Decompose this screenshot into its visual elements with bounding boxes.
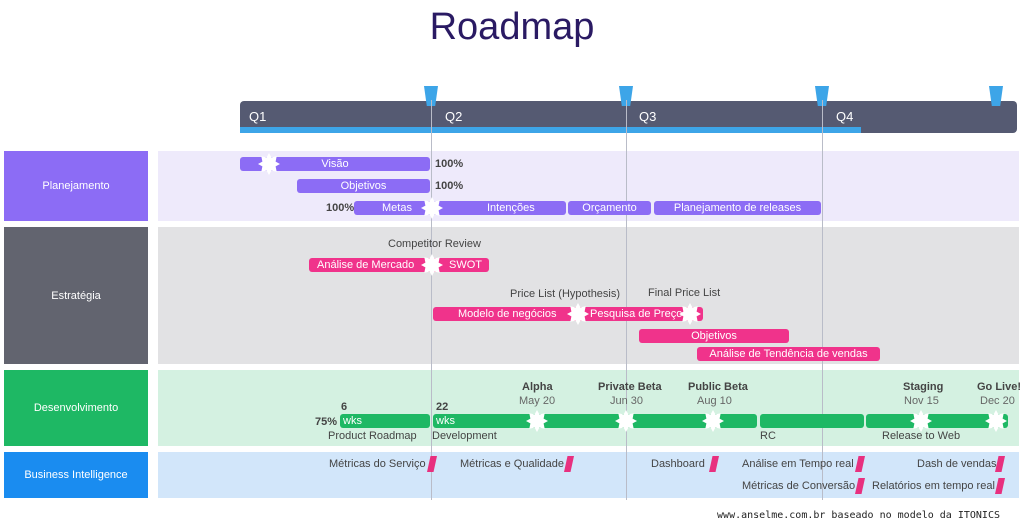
bi-dash-vendas: Dash de vendas: [917, 458, 997, 470]
bar-orcamento[interactable]: Orçamento: [568, 201, 651, 215]
lane-bg-bi: [158, 452, 1019, 498]
footer-credit: www.anselme.com.br baseado no modelo da …: [717, 510, 1000, 521]
label-rc: RC: [760, 430, 776, 442]
quarter-label-q2: Q2: [445, 109, 463, 124]
milestone-star-icon[interactable]: [909, 409, 933, 433]
marker-pin-icon[interactable]: [815, 86, 829, 106]
bar-metas-intencoes[interactable]: [354, 201, 566, 215]
milestone-star-icon[interactable]: [257, 152, 281, 176]
bar-label-intencoes: Intenções: [487, 202, 535, 214]
flag-icon[interactable]: [855, 478, 865, 494]
milestone-star-icon[interactable]: [678, 302, 702, 326]
objetivos-percent: 100%: [435, 180, 464, 192]
bi-relatorios: Relatórios em tempo real: [872, 480, 995, 492]
milestone-date-private-beta: Jun 30: [610, 395, 644, 407]
milestone-date-public-beta: Aug 10: [697, 395, 732, 407]
milestone-name-staging: Staging: [903, 381, 944, 393]
milestone-date-alpha: May 20: [519, 395, 556, 407]
lane-label-bi: Business Intelligence: [4, 452, 148, 498]
flag-icon[interactable]: [855, 456, 865, 472]
lane-label-desenvolvimento: Desenvolvimento: [4, 370, 148, 446]
bar-development[interactable]: wks: [433, 414, 757, 428]
milestone-name-public-beta: Public Beta: [688, 381, 748, 393]
milestone-name-private-beta: Private Beta: [598, 381, 662, 393]
milestone-star-icon[interactable]: [420, 253, 444, 277]
dev-percent: 75%: [315, 416, 338, 428]
lane-bg-estrategia: [158, 227, 1019, 364]
quarter-divider: [626, 100, 627, 500]
milestone-star-icon[interactable]: [420, 196, 444, 220]
bar-label-metas: Metas: [382, 202, 412, 214]
bi-metricas-conversao: Métricas de Conversão: [742, 480, 856, 492]
label-competitor-review: Competitor Review: [388, 238, 481, 250]
timeline-progress: [240, 127, 861, 133]
milestone-star-icon[interactable]: [525, 409, 549, 433]
wks-count-2: 22: [436, 401, 449, 413]
bar-label-pesquisa-preco: Pesquisa de Preço: [590, 308, 683, 320]
label-release-web: Release to Web: [882, 430, 961, 442]
metas-percent: 100%: [326, 202, 355, 214]
bi-metricas-servico: Métricas do Serviço: [329, 458, 426, 470]
flag-icon[interactable]: [995, 478, 1005, 494]
milestone-name-alpha: Alpha: [522, 381, 553, 393]
wks-count-1: 6: [341, 401, 348, 413]
label-price-list-hypothesis: Price List (Hypothesis): [510, 288, 621, 300]
milestone-date-staging: Nov 15: [904, 395, 939, 407]
bi-analise-tempo-real: Análise em Tempo real: [742, 458, 854, 470]
bar-release-web[interactable]: [866, 414, 1008, 428]
quarter-label-q4: Q4: [836, 109, 854, 124]
quarter-divider: [431, 100, 432, 500]
bar-label-swot: SWOT: [449, 259, 482, 271]
bi-dashboard: Dashboard: [651, 458, 705, 470]
visao-percent: 100%: [435, 158, 464, 170]
bar-label-analise-mercado: Análise de Mercado: [317, 259, 415, 271]
quarter-label-q1: Q1: [249, 109, 267, 124]
milestone-name-go-live: Go Live!: [977, 381, 1022, 393]
milestone-star-icon[interactable]: [566, 302, 590, 326]
quarter-label-q3: Q3: [639, 109, 657, 124]
lane-label-planejamento: Planejamento: [4, 151, 148, 221]
marker-pin-icon[interactable]: [619, 86, 633, 106]
bar-analise-tendencia[interactable]: Análise de Tendência de vendas: [697, 347, 880, 361]
label-final-price-list: Final Price List: [648, 287, 721, 299]
page-title: Roadmap: [429, 6, 595, 48]
marker-pin-icon[interactable]: [989, 86, 1003, 106]
milestone-star-icon[interactable]: [614, 409, 638, 433]
bar-visao[interactable]: Visão: [240, 157, 430, 171]
bar-label-modelo-negocios: Modelo de negócios: [458, 308, 557, 320]
milestone-star-icon[interactable]: [984, 409, 1008, 433]
lane-label-estrategia: Estratégia: [4, 227, 148, 364]
bi-metricas-qualidade: Métricas e Qualidade: [460, 458, 564, 470]
bar-objetivos-estrategia[interactable]: Objetivos: [639, 329, 789, 343]
marker-pin-icon[interactable]: [424, 86, 438, 106]
bar-rc[interactable]: [760, 414, 864, 428]
milestone-date-go-live: Dec 20: [980, 395, 1015, 407]
milestone-star-icon[interactable]: [701, 409, 725, 433]
flag-icon[interactable]: [995, 456, 1005, 472]
bar-planejamento-releases[interactable]: Planejamento de releases: [654, 201, 821, 215]
flag-icon[interactable]: [427, 456, 437, 472]
bar-analise-mercado-swot[interactable]: [309, 258, 489, 272]
flag-icon[interactable]: [709, 456, 719, 472]
bar-product-roadmap[interactable]: wks: [340, 414, 430, 428]
flag-icon[interactable]: [564, 456, 574, 472]
label-product-roadmap: Product Roadmap: [328, 430, 417, 442]
label-development: Development: [432, 430, 497, 442]
quarter-divider: [822, 100, 823, 500]
bar-objetivos[interactable]: Objetivos: [297, 179, 430, 193]
lane-bg-desenvolvimento: [158, 370, 1019, 446]
